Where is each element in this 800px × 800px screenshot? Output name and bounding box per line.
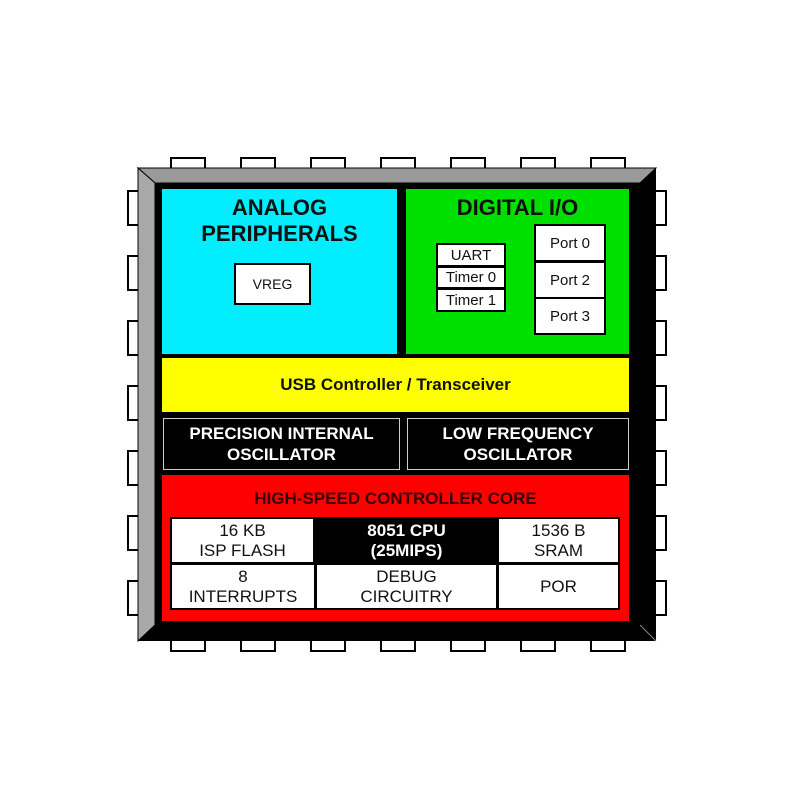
timer1-box: Timer 1 xyxy=(436,288,506,312)
usb-controller-block: USB Controller / Transceiver xyxy=(162,358,629,412)
core-grid: 16 KB ISP FLASH 8051 CPU (25MIPS) 1536 B… xyxy=(170,517,620,610)
debug-line2: CIRCUITRY xyxy=(360,586,453,606)
timer0-box: Timer 0 xyxy=(436,266,506,289)
interrupts-count: 8 xyxy=(238,566,248,586)
interrupts-cell: 8 INTERRUPTS xyxy=(171,564,315,609)
debug-line1: DEBUG xyxy=(376,566,437,586)
port3-box: Port 3 xyxy=(534,297,606,335)
cpu-cell: 8051 CPU (25MIPS) xyxy=(315,518,498,563)
sram-cell: 1536 B SRAM xyxy=(498,518,619,563)
core-title: HIGH-SPEED CONTROLLER CORE xyxy=(254,489,537,508)
low-frequency-oscillator-block: LOW FREQUENCY OSCILLATOR xyxy=(407,418,629,470)
osc1-line2: OSCILLATOR xyxy=(227,445,336,464)
sram-size: 1536 B xyxy=(531,520,586,540)
flash-cell: 16 KB ISP FLASH xyxy=(171,518,314,563)
debug-cell: DEBUG CIRCUITRY xyxy=(316,564,497,609)
osc2-line1: LOW FREQUENCY xyxy=(442,424,594,443)
digital-title: DIGITAL I/O xyxy=(456,195,579,220)
analog-title-line1: ANALOG xyxy=(231,195,328,220)
osc2-line2: OSCILLATOR xyxy=(463,445,573,464)
uart-box: UART xyxy=(436,243,506,267)
vreg-box: VREG xyxy=(234,263,311,305)
precision-oscillator-block: PRECISION INTERNAL OSCILLATOR xyxy=(163,418,400,470)
flash-size: 16 KB xyxy=(219,520,266,540)
por-cell: POR xyxy=(498,564,619,609)
sram-label: SRAM xyxy=(533,540,584,560)
cpu-speed: (25MIPS) xyxy=(370,540,443,560)
flash-label: ISP FLASH xyxy=(199,540,286,560)
cpu-label: 8051 CPU xyxy=(367,520,446,540)
interrupts-label: INTERRUPTS xyxy=(188,586,298,606)
port2-box: Port 2 xyxy=(534,261,606,299)
port0-box: Port 0 xyxy=(534,224,606,262)
analog-title-line2: PERIPHERALS xyxy=(201,221,358,246)
osc1-line1: PRECISION INTERNAL xyxy=(189,424,374,443)
